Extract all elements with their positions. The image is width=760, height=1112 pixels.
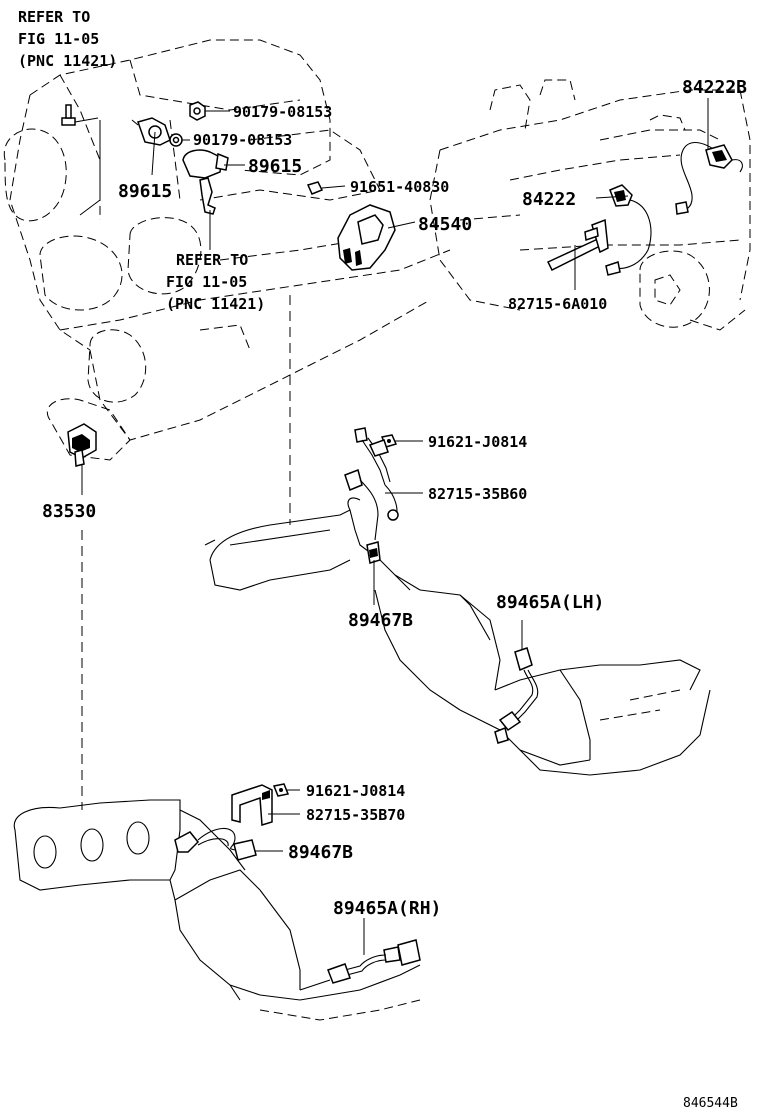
- label-89467b-lower[interactable]: 89467B: [288, 842, 353, 863]
- nut-90179-a[interactable]: [189, 101, 206, 121]
- label-84222b[interactable]: 84222B: [682, 77, 747, 98]
- label-89615-left[interactable]: 89615: [118, 181, 172, 202]
- label-84540[interactable]: 84540: [418, 214, 472, 235]
- air-fuel-sensor-89467b-lower[interactable]: [174, 827, 257, 861]
- refer-top-line1: REFER TO: [18, 8, 90, 26]
- label-82715-35b70[interactable]: 82715-35B70: [306, 806, 405, 824]
- bolt-91651[interactable]: [306, 181, 324, 195]
- label-89615-right[interactable]: 89615: [248, 156, 302, 177]
- wire-clamp-82715-35b60[interactable]: [344, 427, 399, 541]
- transmission-outline: [429, 79, 751, 331]
- exhaust-manifold-rh-outline: [13, 799, 421, 1021]
- label-84222[interactable]: 84222: [522, 189, 576, 210]
- bracket-82715-35b70[interactable]: [231, 784, 273, 826]
- switch-84222[interactable]: [605, 184, 652, 276]
- bracket-82715-6a010[interactable]: [546, 218, 609, 272]
- air-fuel-sensor-89467b-upper[interactable]: [366, 541, 381, 564]
- label-82715-35b60[interactable]: 82715-35B60: [428, 485, 527, 503]
- label-90179-b[interactable]: 90179-08153: [193, 131, 292, 149]
- label-89467b-upper[interactable]: 89467B: [348, 610, 413, 631]
- knock-sensor-89615-right[interactable]: [182, 149, 229, 179]
- label-82715-6a010[interactable]: 82715-6A010: [508, 295, 607, 313]
- bolt-91621-lower[interactable]: [272, 783, 290, 797]
- label-91651[interactable]: 91651-40830: [350, 178, 449, 196]
- exhaust-manifold-lh-outline: [204, 497, 711, 776]
- leader-lines: [74, 98, 709, 955]
- knock-sensor-bolt[interactable]: [199, 177, 216, 215]
- label-89465a-lh[interactable]: 89465A(LH): [496, 592, 604, 613]
- neutral-start-switch-84540[interactable]: [337, 204, 396, 271]
- label-91621-lower[interactable]: 91621-J0814: [306, 782, 405, 800]
- connection-dashes: [81, 295, 291, 810]
- washer-90179-b[interactable]: [169, 133, 183, 147]
- refer-note-top: REFER TO FIG 11-05 (PNC 11421): [18, 8, 117, 70]
- label-83530[interactable]: 83530: [42, 501, 96, 522]
- oxygen-sensor-89465a-lh[interactable]: [494, 647, 539, 744]
- refer-top-line2: FIG 11-05: [18, 30, 99, 48]
- figure-id: 846544B: [683, 1096, 738, 1111]
- oil-pressure-switch-83530[interactable]: [67, 423, 97, 467]
- oxygen-sensor-89465a-rh[interactable]: [327, 939, 421, 984]
- refer-mid-line2: FIG 11-05: [166, 273, 247, 291]
- label-89465a-rh[interactable]: 89465A(RH): [333, 898, 441, 919]
- refer-mid-line1: REFER TO: [176, 251, 248, 269]
- stud-bolt-top[interactable]: [61, 104, 76, 126]
- engine-block-outline: [3, 39, 451, 461]
- refer-mid-line3: (PNC 11421): [166, 295, 265, 313]
- label-91621-upper[interactable]: 91621-J0814: [428, 433, 527, 451]
- refer-top-line3: (PNC 11421): [18, 52, 117, 70]
- refer-note-mid: REFER TO FIG 11-05 (PNC 11421): [166, 251, 265, 313]
- sensor-84222b[interactable]: [675, 141, 743, 215]
- label-90179-a[interactable]: 90179-08153: [233, 103, 332, 121]
